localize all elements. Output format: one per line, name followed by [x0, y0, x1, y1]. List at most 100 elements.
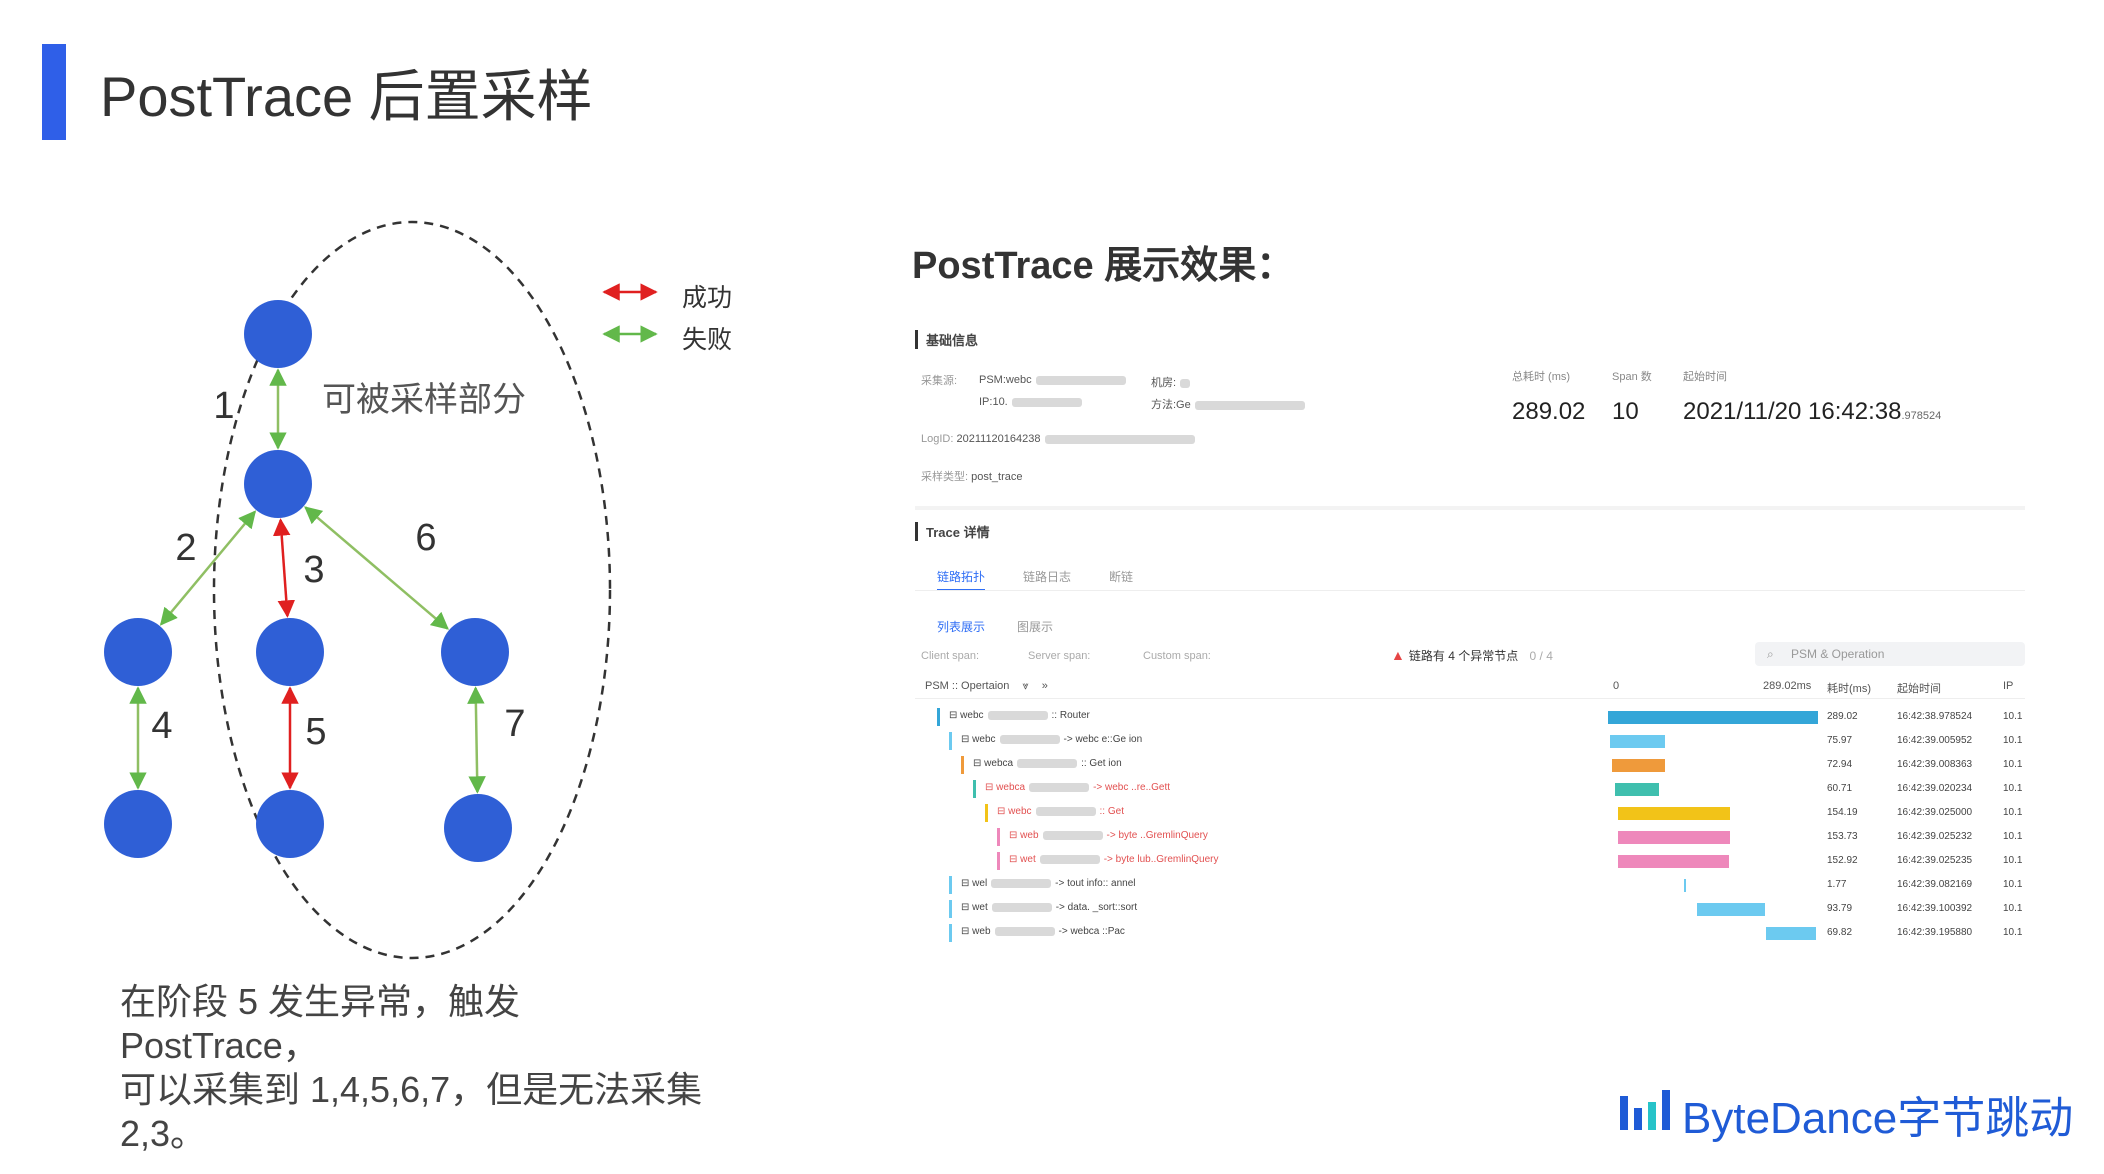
span-ip: 10.1	[2003, 783, 2023, 794]
filter-server-span[interactable]: Server span:	[1028, 650, 1091, 662]
column-psm-operation: PSM :: Opertaion ⩔ »	[925, 680, 1048, 692]
graph-node	[244, 300, 312, 368]
span-duration: 69.82	[1827, 927, 1853, 938]
span-depth-marker	[949, 900, 952, 918]
edge-label: 7	[504, 703, 525, 745]
filter-client-span[interactable]: Client span:	[921, 650, 980, 662]
span-start-time: 16:42:39.082169	[1897, 879, 1973, 890]
span-start-time: 16:42:39.100392	[1897, 903, 1973, 914]
bytedance-logo-text: ByteDance字节跳动	[1682, 1094, 2074, 1143]
trace-span-row[interactable]: ⊟ web-> webca ::Pac 69.82 16:42:39.195880 1…	[915, 922, 2035, 946]
edge-label: 3	[303, 549, 324, 591]
graph-node	[256, 790, 324, 858]
span-name: ⊟ webc-> webc e::Ge ion	[961, 734, 1143, 745]
graph-node	[441, 618, 509, 686]
span-depth-marker	[949, 924, 952, 942]
trace-span-row[interactable]: ⊟ wet-> byte lub..GremlinQuery 152.92 16:4…	[915, 850, 2035, 874]
legend-success-label: 成功	[682, 284, 733, 312]
span-duration-bar	[1610, 735, 1666, 748]
span-duration-bar	[1618, 807, 1731, 820]
graph-edge	[304, 506, 449, 630]
span-duration-bar	[1618, 855, 1730, 868]
title-accent-bar	[42, 44, 66, 140]
span-start-time: 16:42:39.005952	[1897, 735, 1973, 746]
span-ip: 10.1	[2003, 807, 2023, 818]
column-duration: 耗时(ms)	[1827, 683, 1871, 695]
tab-broken-chain[interactable]: 断链	[1109, 570, 1134, 584]
span-depth-marker	[949, 876, 952, 894]
span-ip: 10.1	[2003, 927, 2023, 938]
span-name: ⊟ wet-> byte lub..GremlinQuery	[1009, 854, 1219, 865]
samplable-region-label: 可被采样部分	[322, 381, 526, 419]
span-ip: 10.1	[2003, 831, 2023, 842]
span-name: ⊟ web-> webca ::Pac	[961, 926, 1125, 937]
graph-node	[444, 794, 512, 862]
span-depth-marker	[961, 756, 964, 774]
span-ip: 10.1	[2003, 879, 2023, 890]
total-duration-value: 289.02	[1512, 398, 1586, 425]
trace-detail-header: Trace 详情	[915, 522, 990, 541]
logid-value: LogID: 20211120164238	[921, 433, 1195, 445]
span-duration: 60.71	[1827, 783, 1853, 794]
bytedance-logo-mark-icon	[1620, 1090, 1670, 1130]
column-timeline-zero: 0	[1613, 680, 1620, 692]
span-duration: 154.19	[1827, 807, 1858, 818]
table-header-divider	[915, 698, 2025, 699]
machine-value: 机房:	[1151, 374, 1191, 390]
total-duration-label: 总耗时 (ms)	[1512, 371, 1571, 383]
tab-logs[interactable]: 链路日志	[1023, 570, 1072, 584]
samplable-region-boundary	[212, 220, 612, 960]
search-placeholder: PSM & Operation	[1791, 647, 1885, 661]
subtab-list-view[interactable]: 列表展示	[937, 620, 986, 634]
span-start-time: 16:42:38.978524	[1897, 711, 1973, 722]
span-start-time: 16:42:39.195880	[1897, 927, 1973, 938]
subtab-graph-view[interactable]: 图展示	[1017, 620, 1054, 634]
span-depth-marker	[985, 804, 988, 822]
trace-span-row[interactable]: ⊟ wet-> data. _sort::sort 93.79 16:42:39.1…	[915, 898, 2035, 922]
trace-screenshot: 基础信息 采集源: PSM:webc IP:10. 机房: 方法:Ge LogI…	[915, 320, 2035, 942]
start-time-label: 起始时间	[1683, 371, 1727, 383]
graph-edge	[467, 686, 486, 794]
graph-edge	[272, 518, 296, 618]
edge-label: 6	[415, 517, 436, 559]
span-duration-bar	[1611, 759, 1665, 772]
tab-topology[interactable]: 链路拓扑	[937, 568, 986, 591]
anomaly-warning: ▲链路有 4 个异常节点 0 / 4	[1391, 647, 1553, 663]
edge-label: 1	[213, 385, 234, 427]
start-time-value: 2021/11/20 16:42:38.978524	[1683, 398, 1942, 425]
span-ip: 10.1	[2003, 855, 2023, 866]
span-start-time: 16:42:39.025235	[1897, 855, 1973, 866]
span-duration: 1.77	[1827, 879, 1847, 890]
span-duration: 152.92	[1827, 855, 1858, 866]
span-duration: 153.73	[1827, 831, 1858, 842]
search-icon: ⌕	[1767, 647, 1774, 661]
span-duration-bar	[1765, 927, 1817, 940]
span-name: ⊟ web-> byte ..GremlinQuery	[1009, 830, 1208, 841]
span-name: ⊟ webca:: Get ion	[973, 758, 1122, 769]
span-name: ⊟ webc:: Get	[997, 806, 1124, 817]
span-duration-bar	[1683, 879, 1686, 892]
graph-node	[256, 618, 324, 686]
panel-title: PostTrace 展示效果：	[912, 245, 1295, 287]
filter-custom-span[interactable]: Custom span:	[1143, 650, 1211, 662]
span-count-label: Span 数	[1612, 371, 1652, 383]
span-ip: 10.1	[2003, 903, 2023, 914]
span-duration: 93.79	[1827, 903, 1853, 914]
collapse-all-icon[interactable]: ⩔	[1022, 680, 1029, 692]
span-name: ⊟ wet-> data. _sort::sort	[961, 902, 1138, 913]
column-timeline-max: 289.02ms	[1763, 680, 1812, 692]
edge-label: 2	[175, 527, 196, 569]
span-ip: 10.1	[2003, 759, 2023, 770]
operation-search-input[interactable]: ⌕ PSM & Operation	[1755, 642, 2025, 666]
collector-label: 采集源:	[921, 375, 958, 387]
expand-icon[interactable]: »	[1041, 680, 1048, 692]
section-divider	[915, 506, 2025, 510]
